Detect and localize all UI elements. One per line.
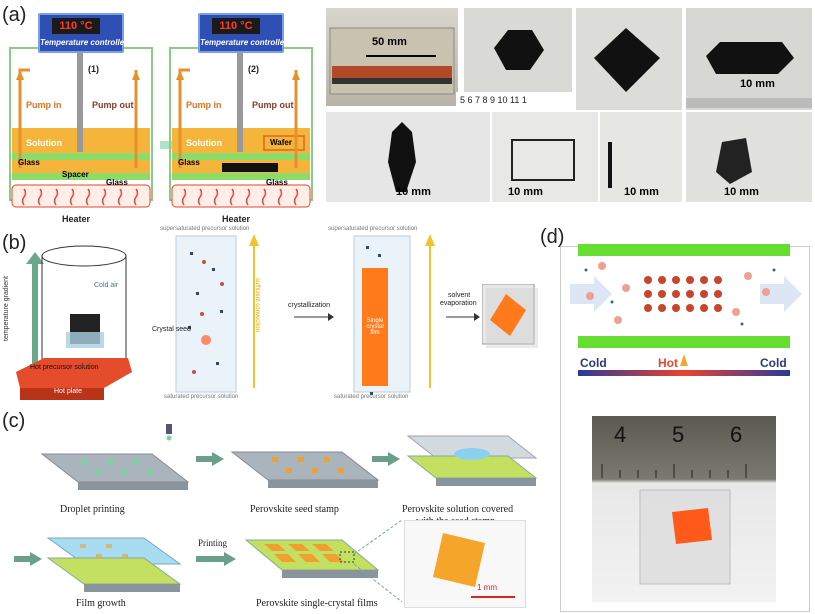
glass-label-2a: Glass — [178, 158, 200, 167]
controller-display-1: 110 °C — [52, 18, 100, 34]
photo-beaker: 50 mm — [326, 8, 458, 106]
heater-label-2: Heater — [222, 214, 251, 224]
scale-10mm-4: 10 mm — [724, 186, 759, 198]
photo-side-view-3: 10 mm — [600, 112, 682, 202]
droplet-printing-caption: Droplet printing — [60, 504, 125, 515]
pump-out-label-2: Pump out — [252, 100, 294, 110]
reactor-drawing-2 — [169, 40, 313, 208]
photo-crystal-diamond — [576, 8, 682, 110]
film-growth-step — [46, 537, 182, 592]
temperature-controller-1: 110 °C Temperature controller — [38, 13, 128, 53]
single-crystal-films-caption: Perovskite single-crystal films — [256, 598, 378, 609]
step-arrow-c1 — [196, 452, 224, 466]
pump-in-label-1: Pump in — [26, 100, 62, 110]
spacer-label: Spacer — [62, 170, 89, 179]
seed-stamp-step — [230, 451, 380, 488]
photo-ruler-strip: 5 6 7 8 9 10 11 1 — [456, 92, 576, 110]
solution-covered-step — [406, 435, 538, 486]
temperature-controller-2: 110 °C Temperature controller — [198, 13, 288, 53]
evaporation-arrow — [446, 313, 480, 321]
film-growth-column: supersaturated precursor solution satura… — [320, 222, 460, 402]
solvent-label: solvent — [448, 292, 471, 299]
droplet-printing-step — [40, 424, 190, 490]
controller-display-2: 110 °C — [212, 18, 260, 34]
saturated-label-2: saturated precursor solution — [334, 394, 409, 400]
controller-label-2: Temperature controller — [200, 38, 288, 47]
pump-out-label-1: Pump out — [92, 100, 134, 110]
scale-10mm-top: 10 mm — [740, 78, 775, 90]
hot-plate-setup — [16, 245, 132, 400]
convection-column: supersaturated precursor solution satura… — [150, 222, 290, 402]
photo-crystal-hexagon — [464, 8, 572, 92]
pump-in-label-2: Pump in — [186, 100, 222, 110]
evaporation-label: evaporation — [440, 300, 477, 307]
step-arrow-c2 — [372, 452, 400, 466]
cold-left-label: Cold — [580, 356, 607, 370]
controller-label-1: Temperature controller — [40, 38, 128, 47]
heater-label-1: Heater — [62, 214, 91, 224]
scale-10mm-3: 10 mm — [624, 186, 659, 198]
hot-precursor-label: Hot precursor solution — [30, 364, 99, 371]
panel-b-label: (b) — [2, 232, 27, 254]
crystallization-label: crystallization — [288, 302, 331, 309]
scale-1mm: 1 mm — [477, 583, 497, 592]
cold-right-label: Cold — [760, 356, 787, 370]
seed-stamp-caption: Perovskite seed stamp — [250, 504, 339, 515]
step-arrow-printing — [196, 552, 236, 566]
scale-10mm-1: 10 mm — [396, 186, 431, 198]
crystal-seed-label: Crystal seed — [152, 326, 191, 333]
convection-label: sufficient convection — [253, 278, 260, 332]
photo-side-view-2: 10 mm — [492, 112, 598, 202]
ruler-numbers: 5 6 7 8 9 10 11 1 — [460, 95, 527, 105]
panel-c-label: (c) — [2, 410, 26, 432]
panel-d-label: (d) — [540, 226, 565, 248]
glass-label-1a: Glass — [18, 158, 40, 167]
photo-side-view-4: 10 mm — [686, 112, 812, 202]
crystal-film-zoom: 1 mm — [404, 520, 526, 608]
ruler-mark-5: 5 — [672, 422, 685, 447]
wafer-label: Wafer — [270, 138, 292, 147]
saturated-label-1: saturated precursor solution — [164, 394, 239, 400]
glass-label-2b: Glass — [266, 178, 288, 187]
reactor-drawing-1 — [9, 40, 153, 208]
glass-label-1b: Glass — [106, 178, 128, 187]
hot-plate-label: Hot plate — [54, 388, 83, 395]
step-1-label: (1) — [88, 64, 99, 74]
ruler-mark-6: 6 — [730, 422, 743, 447]
photo-crystal-elongated: 10 mm — [686, 8, 812, 110]
schematic-step-2: 110 °C Temperature controller (2) Pump i… — [166, 8, 316, 224]
photo-crystal-on-ruler: 4 5 6 — [592, 416, 776, 602]
zoom-lines — [354, 519, 403, 603]
beaker-illustration — [329, 27, 455, 95]
solution-covered-caption-1: Perovskite solution covered — [402, 504, 514, 515]
ruler-mark-4: 4 — [614, 422, 627, 447]
supersaturated-label-2: supersaturated precursor solution — [328, 226, 418, 232]
printing-label: Printing — [198, 538, 228, 548]
single-crystal-films-step — [244, 539, 380, 578]
photo-side-view-1: 10 mm — [326, 112, 490, 202]
step-2-label: (2) — [248, 64, 259, 74]
panel-a-label: (a) — [2, 4, 27, 26]
solution-label-1: Solution — [26, 138, 62, 148]
scale-10mm-2: 10 mm — [508, 186, 543, 198]
solution-label-2: Solution — [186, 138, 222, 148]
crystallization-arrow — [294, 313, 334, 321]
schematic-step-1: 110 °C Temperature controller (1) Pump i… — [6, 8, 156, 224]
final-crystal-plate — [482, 284, 538, 348]
film-growth-caption: Film growth — [76, 598, 126, 609]
hot-label: Hot — [658, 356, 678, 370]
supersaturated-label-1: supersaturated precursor solution — [160, 226, 250, 232]
single-crystal-film-label: Single crystal film — [366, 318, 384, 336]
scale-50mm: 50 mm — [372, 36, 407, 48]
thermal-gradient-diagram — [570, 244, 802, 376]
step-arrow-c3 — [14, 552, 42, 566]
temperature-gradient-label: temperature gradient — [2, 276, 10, 341]
cold-air-label: Cold air — [94, 282, 119, 289]
